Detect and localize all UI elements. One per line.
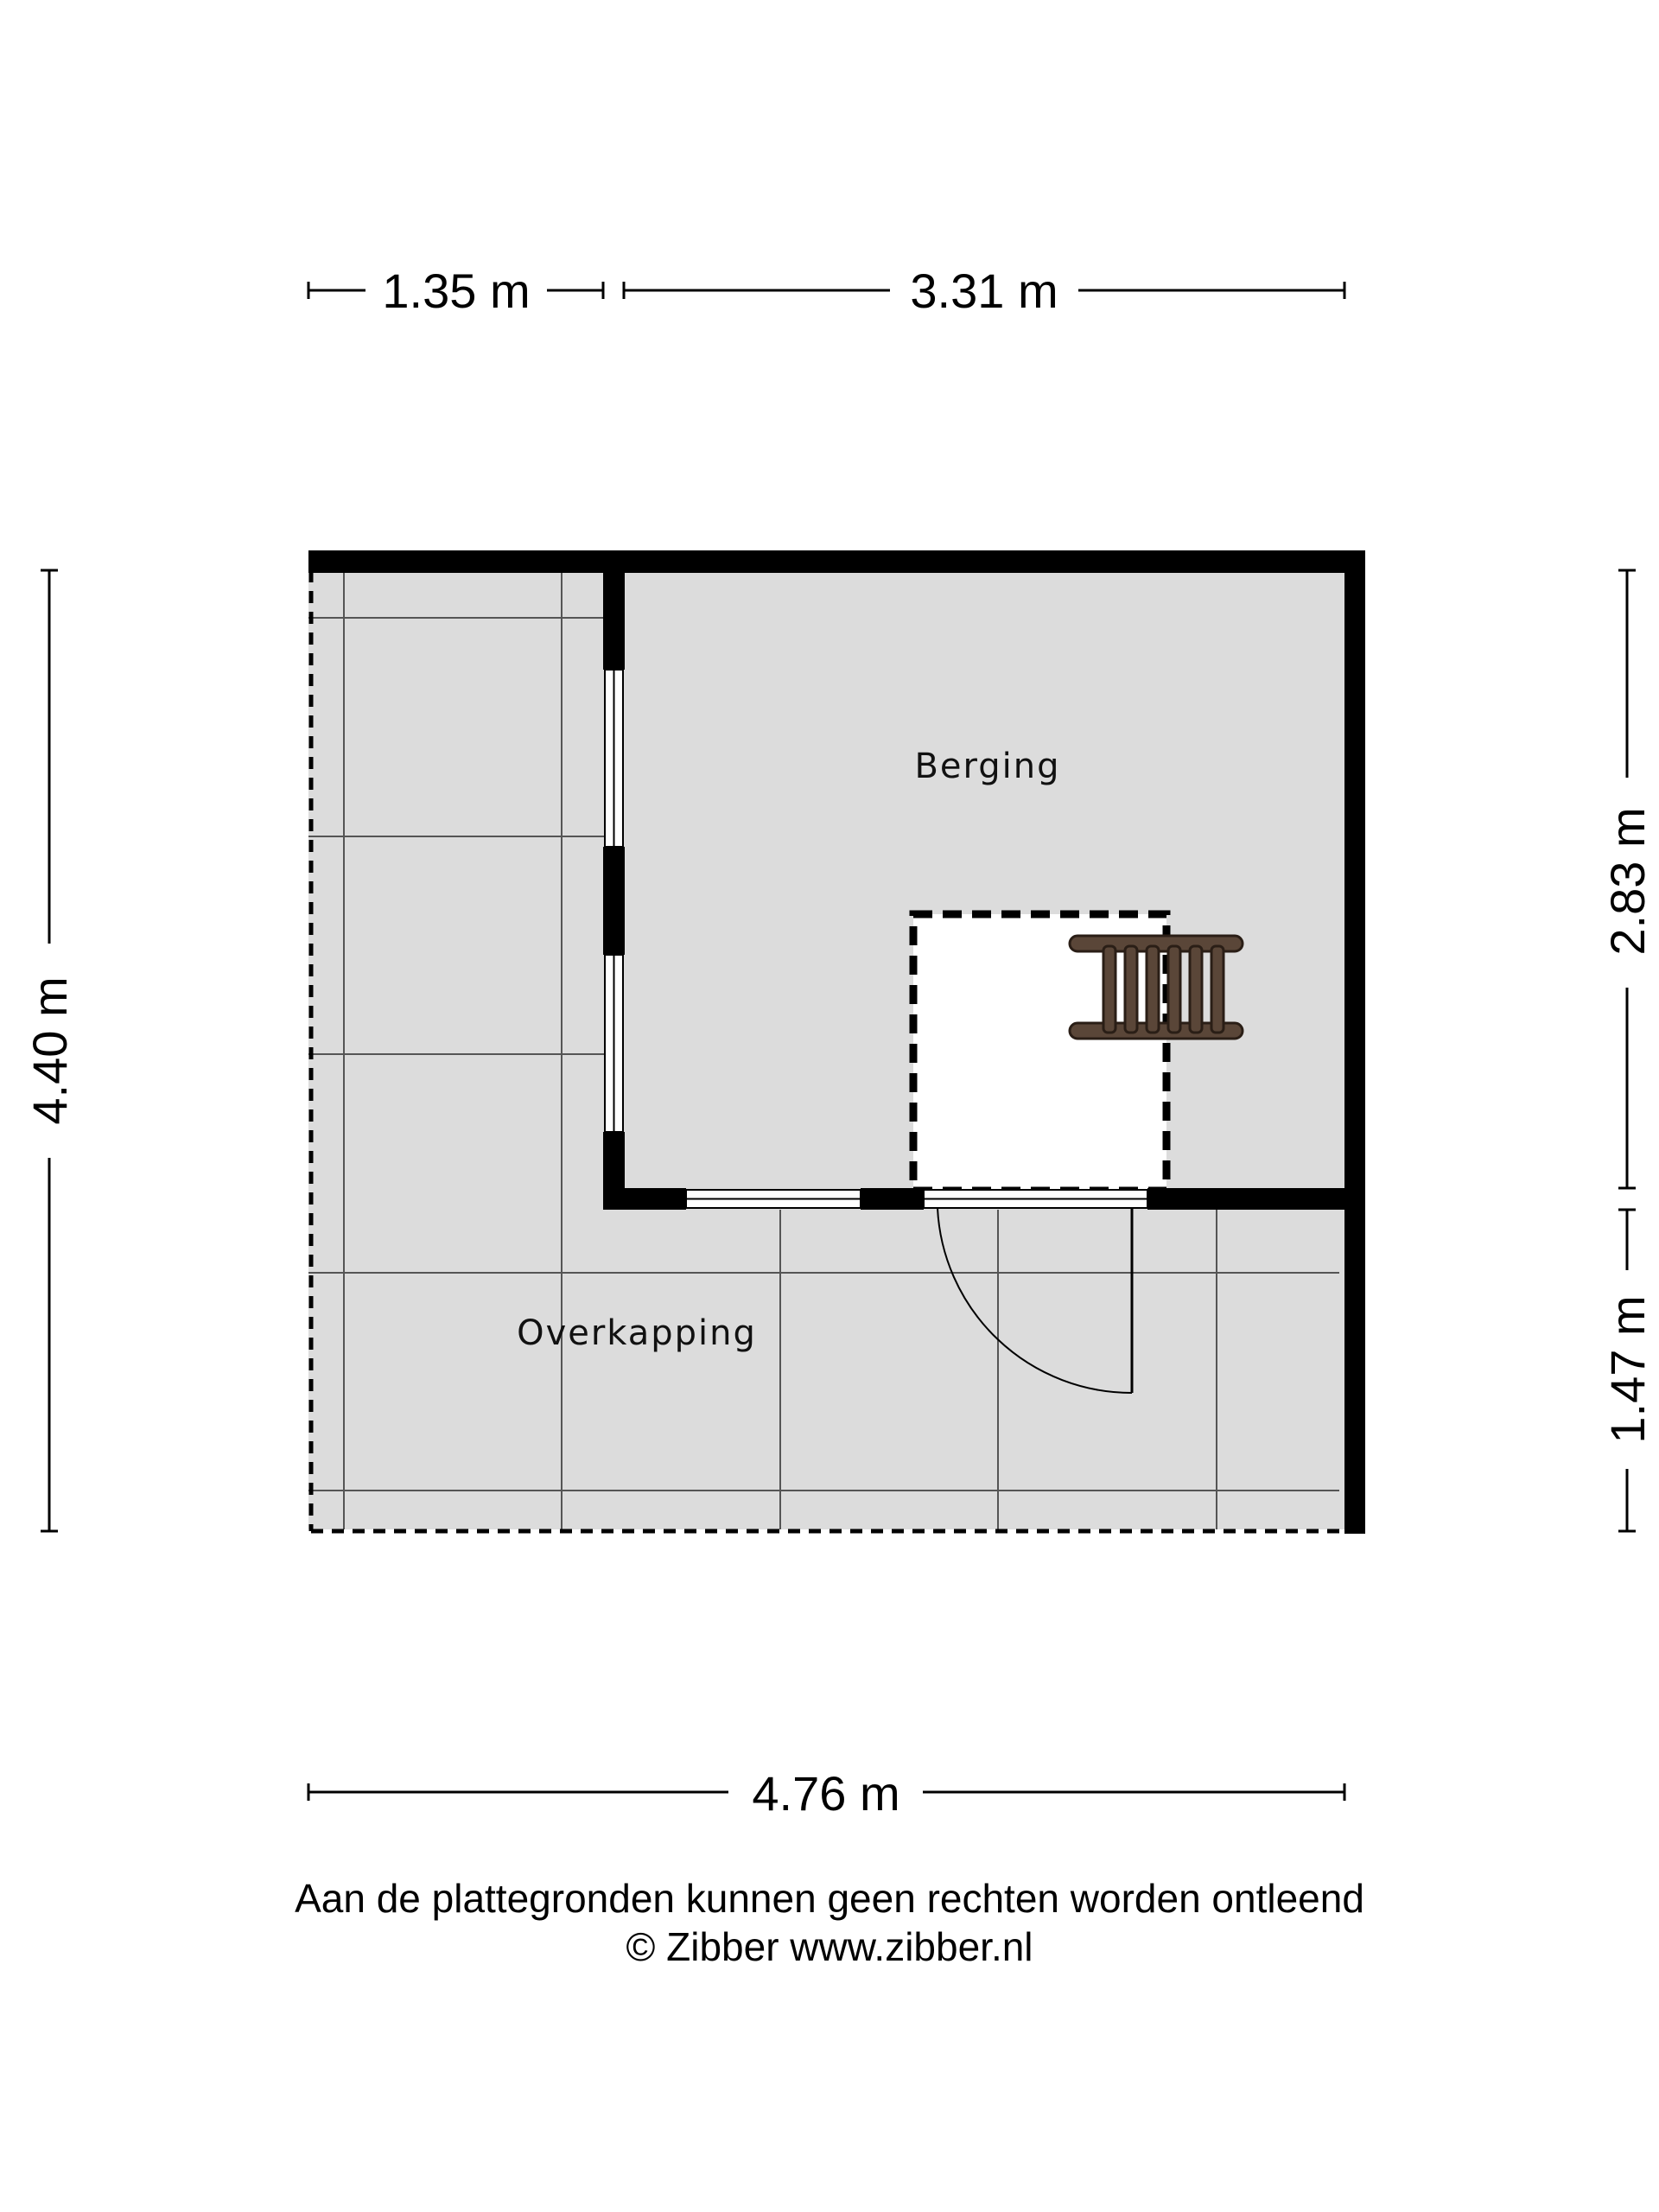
dimension-label-bottom: 4.76 m — [752, 1766, 899, 1821]
dimension-label-left: 4.40 m — [22, 976, 77, 1124]
tile-grid — [308, 566, 1339, 1529]
room-label-overkapping: Overkapping — [517, 1313, 757, 1353]
ladder-icon — [1068, 934, 1244, 1040]
disclaimer-line-1: Aan de plattegronden kunnen geen rechten… — [295, 1876, 1364, 1921]
dimension-bottom — [307, 1783, 1346, 1801]
door — [923, 1189, 1148, 1395]
dimension-label-right-upper: 2.83 m — [1600, 807, 1655, 955]
room-label-berging: Berging — [914, 747, 1060, 786]
dimension-label-top-right: 3.31 m — [910, 264, 1058, 318]
windows — [604, 669, 861, 1209]
disclaimer-line-2: © Zibber www.zibber.nl — [626, 1924, 1033, 1969]
dimension-top-right — [622, 282, 1346, 299]
dimension-label-top-left: 1.35 m — [382, 264, 530, 318]
open-edge — [308, 570, 1348, 1534]
dimension-right-upper — [1618, 569, 1636, 1190]
dimension-right-lower — [1618, 1208, 1636, 1533]
floor-area — [308, 553, 1357, 1529]
dimension-label-right-lower: 1.47 m — [1600, 1295, 1655, 1443]
dimension-left — [41, 569, 58, 1533]
walls — [308, 550, 1365, 1534]
dimension-top-left — [307, 282, 605, 299]
